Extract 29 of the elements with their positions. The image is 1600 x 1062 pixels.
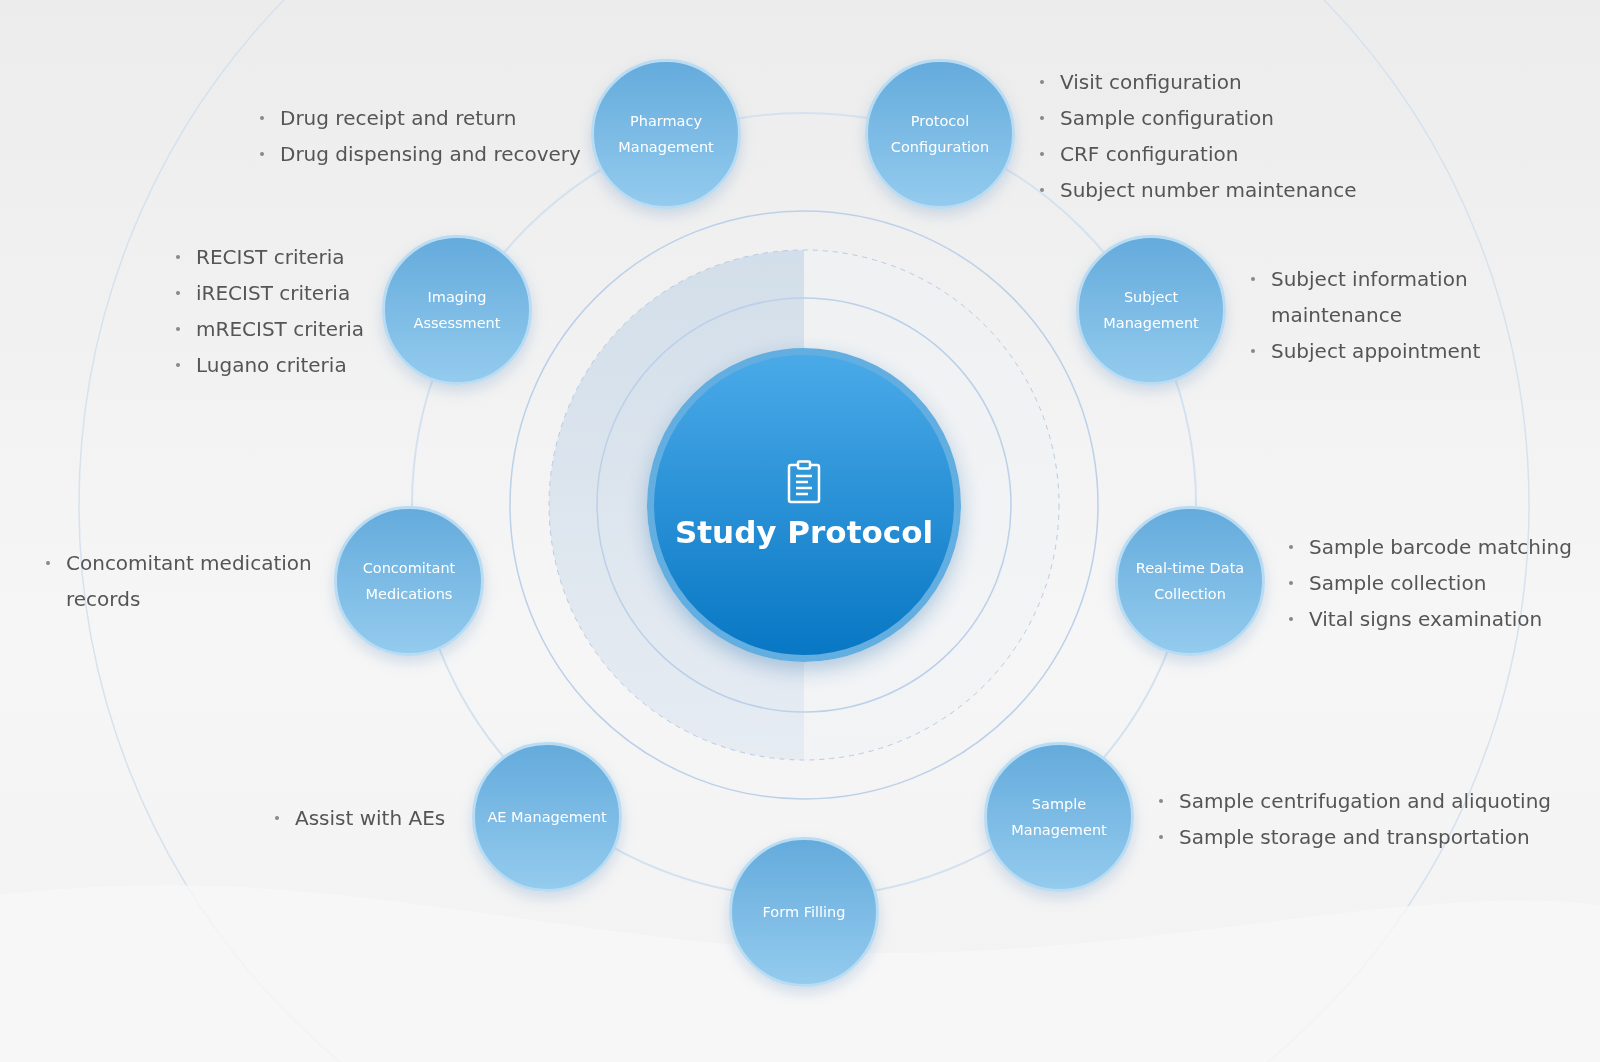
module-label: Pharmacy Management: [617, 112, 715, 157]
module-label: Imaging Assessment: [412, 288, 502, 333]
bullet-item: Assist with AEs: [295, 806, 446, 830]
bullet-item: iRECIST criteria: [196, 281, 351, 305]
bullet-item: Visit configuration: [1060, 70, 1242, 94]
bullet-item: Drug receipt and return: [280, 106, 517, 130]
module-label: Protocol Configuration: [889, 112, 991, 157]
bullet-item: Drug dispensing and recovery: [280, 142, 581, 166]
bullet-item: Subject appointment: [1271, 339, 1481, 363]
module-label: AE Management: [486, 808, 608, 827]
center-title: Study Protocol: [674, 514, 934, 550]
module-label: Sample Management: [1010, 795, 1108, 840]
bullet-item: Sample configuration: [1060, 106, 1274, 130]
module-label: Subject Management: [1102, 288, 1200, 333]
bullet-item: Sample centrifugation and aliquoting: [1179, 789, 1551, 813]
bullet-item: Subject number maintenance: [1060, 178, 1357, 202]
module-label: Form Filling: [761, 903, 847, 922]
bullet-item: Lugano criteria: [196, 353, 347, 377]
module-label: Concomitant Medications: [361, 559, 457, 604]
bullet-item: Sample storage and transportation: [1179, 825, 1530, 849]
bullet-item: Subject information maintenance: [1271, 267, 1468, 327]
bullet-item: Vital signs examination: [1309, 607, 1543, 631]
bullet-item: mRECIST criteria: [196, 317, 365, 341]
bullet-item: RECIST criteria: [196, 245, 345, 269]
bullet-item: Sample collection: [1309, 571, 1487, 595]
bullet-item: CRF configuration: [1060, 142, 1239, 166]
bullet-item: Concomitant medication records: [66, 551, 312, 611]
module-label: Real-time Data Collection: [1134, 559, 1246, 604]
bullet-item: Sample barcode matching: [1309, 535, 1572, 559]
